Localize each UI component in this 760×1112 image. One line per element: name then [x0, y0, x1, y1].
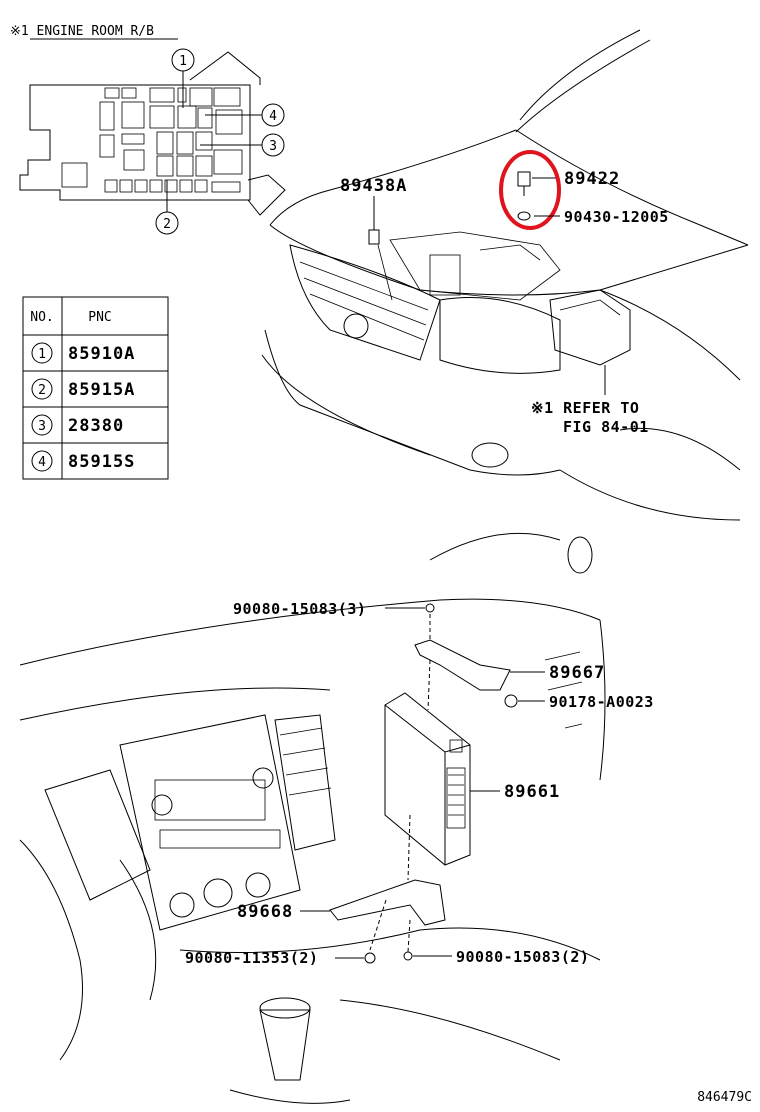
part-89661: 89661	[384, 659, 560, 881]
part-90080-15083-2: 90080-15083(2)	[403, 948, 589, 966]
dashboard-drawing	[19, 532, 606, 1104]
engine-room-label: ※1 ENGINE ROOM R/B	[10, 24, 154, 39]
svg-text:89668: 89668	[237, 902, 293, 922]
svg-text:FIG 84-01: FIG 84-01	[563, 418, 649, 436]
pnc-table: NO. PNC 1 85910A 2 85915A 3 28380 4 8591…	[22, 296, 169, 480]
callout-4: 4	[205, 103, 285, 127]
part-89667: 89667	[414, 639, 605, 691]
callout-2: 2	[155, 180, 179, 235]
svg-text:4: 4	[269, 109, 277, 124]
svg-text:89661: 89661	[504, 782, 560, 802]
svg-text:90178-A0023: 90178-A0023	[549, 693, 654, 711]
pnc-row-no: 3	[38, 419, 46, 434]
pnc-row-code: 85915S	[68, 452, 135, 472]
pnc-row-no: 2	[38, 383, 46, 398]
svg-text:3: 3	[269, 139, 277, 154]
svg-text:1: 1	[179, 54, 187, 69]
svg-text:90080-15083(2): 90080-15083(2)	[456, 948, 589, 966]
part-89422: 89422	[517, 169, 620, 196]
pnc-row-no: 1	[38, 347, 46, 362]
pnc-row-code: 28380	[68, 416, 124, 436]
svg-text:90080-15083(3): 90080-15083(3)	[233, 600, 366, 618]
pnc-row-no: 4	[38, 455, 46, 470]
svg-text:89422: 89422	[564, 169, 620, 189]
part-90178-A0023: 90178-A0023	[504, 693, 654, 711]
svg-text:89667: 89667	[549, 663, 605, 683]
part-90080-15083-3: 90080-15083(3)	[233, 600, 435, 645]
highlight-circle	[499, 150, 561, 230]
refer-note: ※1 REFER TO FIG 84-01	[531, 399, 649, 436]
svg-text:90430-12005: 90430-12005	[564, 208, 669, 226]
pnc-col-no: NO.	[30, 310, 53, 325]
svg-text:※1 REFER TO: ※1 REFER TO	[531, 399, 639, 417]
part-89668: 89668	[237, 879, 446, 953]
truck-drawing	[261, 29, 749, 521]
part-90080-11353-2: 90080-11353(2)	[185, 949, 376, 967]
relay-box-drawing	[19, 51, 286, 216]
pnc-row-code: 85910A	[68, 344, 135, 364]
part-90430-12005: 90430-12005	[517, 208, 669, 226]
figure-code: 846479C	[697, 1090, 752, 1105]
pnc-col-pnc: PNC	[88, 310, 111, 325]
callout-3: 3	[200, 133, 285, 157]
svg-text:89438A: 89438A	[340, 176, 407, 196]
svg-text:90080-11353(2): 90080-11353(2)	[185, 949, 318, 967]
callout-1: 1	[171, 48, 195, 108]
part-89438A: 89438A	[340, 176, 407, 245]
svg-text:2: 2	[163, 217, 171, 232]
pnc-row-code: 85915A	[68, 380, 135, 400]
